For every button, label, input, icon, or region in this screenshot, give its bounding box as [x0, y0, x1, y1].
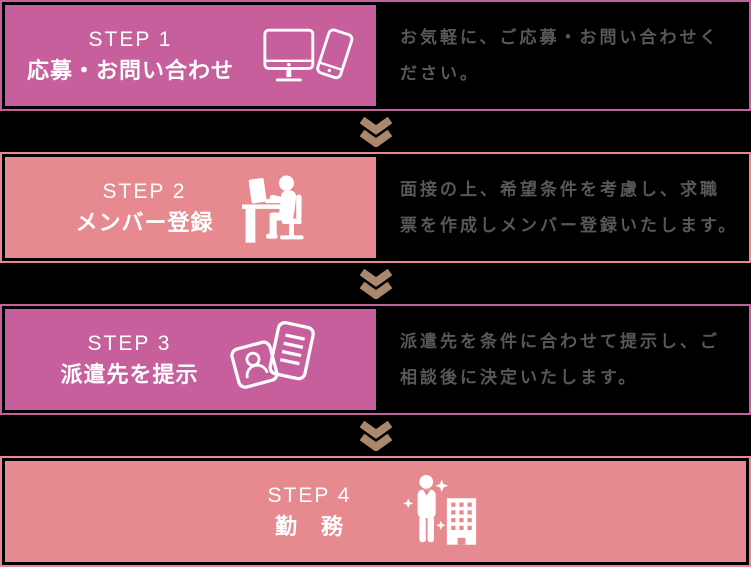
step-2-title: メンバー登録 — [75, 210, 214, 235]
double-chevron-down-icon — [0, 263, 751, 304]
step-row-4: STEP 4 勤 務 — [0, 456, 751, 567]
step-3-banner: STEP 3 派遣先を提示 — [5, 309, 376, 410]
step-1-title: 応募・お問い合わせ — [26, 58, 234, 83]
step-1-banner: STEP 1 応募・お問い合わせ — [5, 5, 376, 106]
step-1-label: STEP 1 — [88, 28, 173, 51]
desktop-and-smartphone-icon — [262, 26, 354, 86]
step-row-1: STEP 1 応募・お問い合わせ お気軽に、ご応募・お問 — [0, 0, 751, 111]
step-3-text: STEP 3 派遣先を提示 — [60, 333, 198, 386]
step-row-2: STEP 2 メンバー登録 — [0, 152, 751, 263]
step-2-banner: STEP 2 メンバー登録 — [5, 157, 376, 258]
step-4-title: 勤 務 — [274, 514, 344, 539]
step-2-text: STEP 2 メンバー登録 — [75, 181, 213, 234]
step-3-description: 派遣先を条件に合わせて提示し、ご 相談後に決定いたします。 — [400, 331, 720, 387]
step-3-title: 派遣先を提示 — [60, 362, 199, 387]
step-4-banner: STEP 4 勤 務 — [5, 461, 746, 562]
step-row-3: STEP 3 派遣先を提示 — [0, 304, 751, 415]
worker-and-building-icon — [397, 472, 483, 552]
step-4-label: STEP 4 — [267, 484, 352, 507]
double-chevron-down-icon — [0, 111, 751, 152]
double-chevron-down-icon — [0, 415, 751, 456]
step-4-text: STEP 4 勤 務 — [268, 485, 352, 538]
step-3-label: STEP 3 — [87, 332, 172, 355]
id-card-and-document-icon — [227, 319, 321, 401]
person-at-desk-icon — [241, 169, 306, 247]
step-1-description: お気軽に、ご応募・お問い合わせく ださい。 — [400, 27, 720, 83]
step-2-description: 面接の上、希望条件を考慮し、求職 票を作成しメンバー登録いたします。 — [400, 179, 739, 235]
step-2-label: STEP 2 — [102, 180, 187, 203]
step-1-text: STEP 1 応募・お問い合わせ — [27, 29, 234, 82]
